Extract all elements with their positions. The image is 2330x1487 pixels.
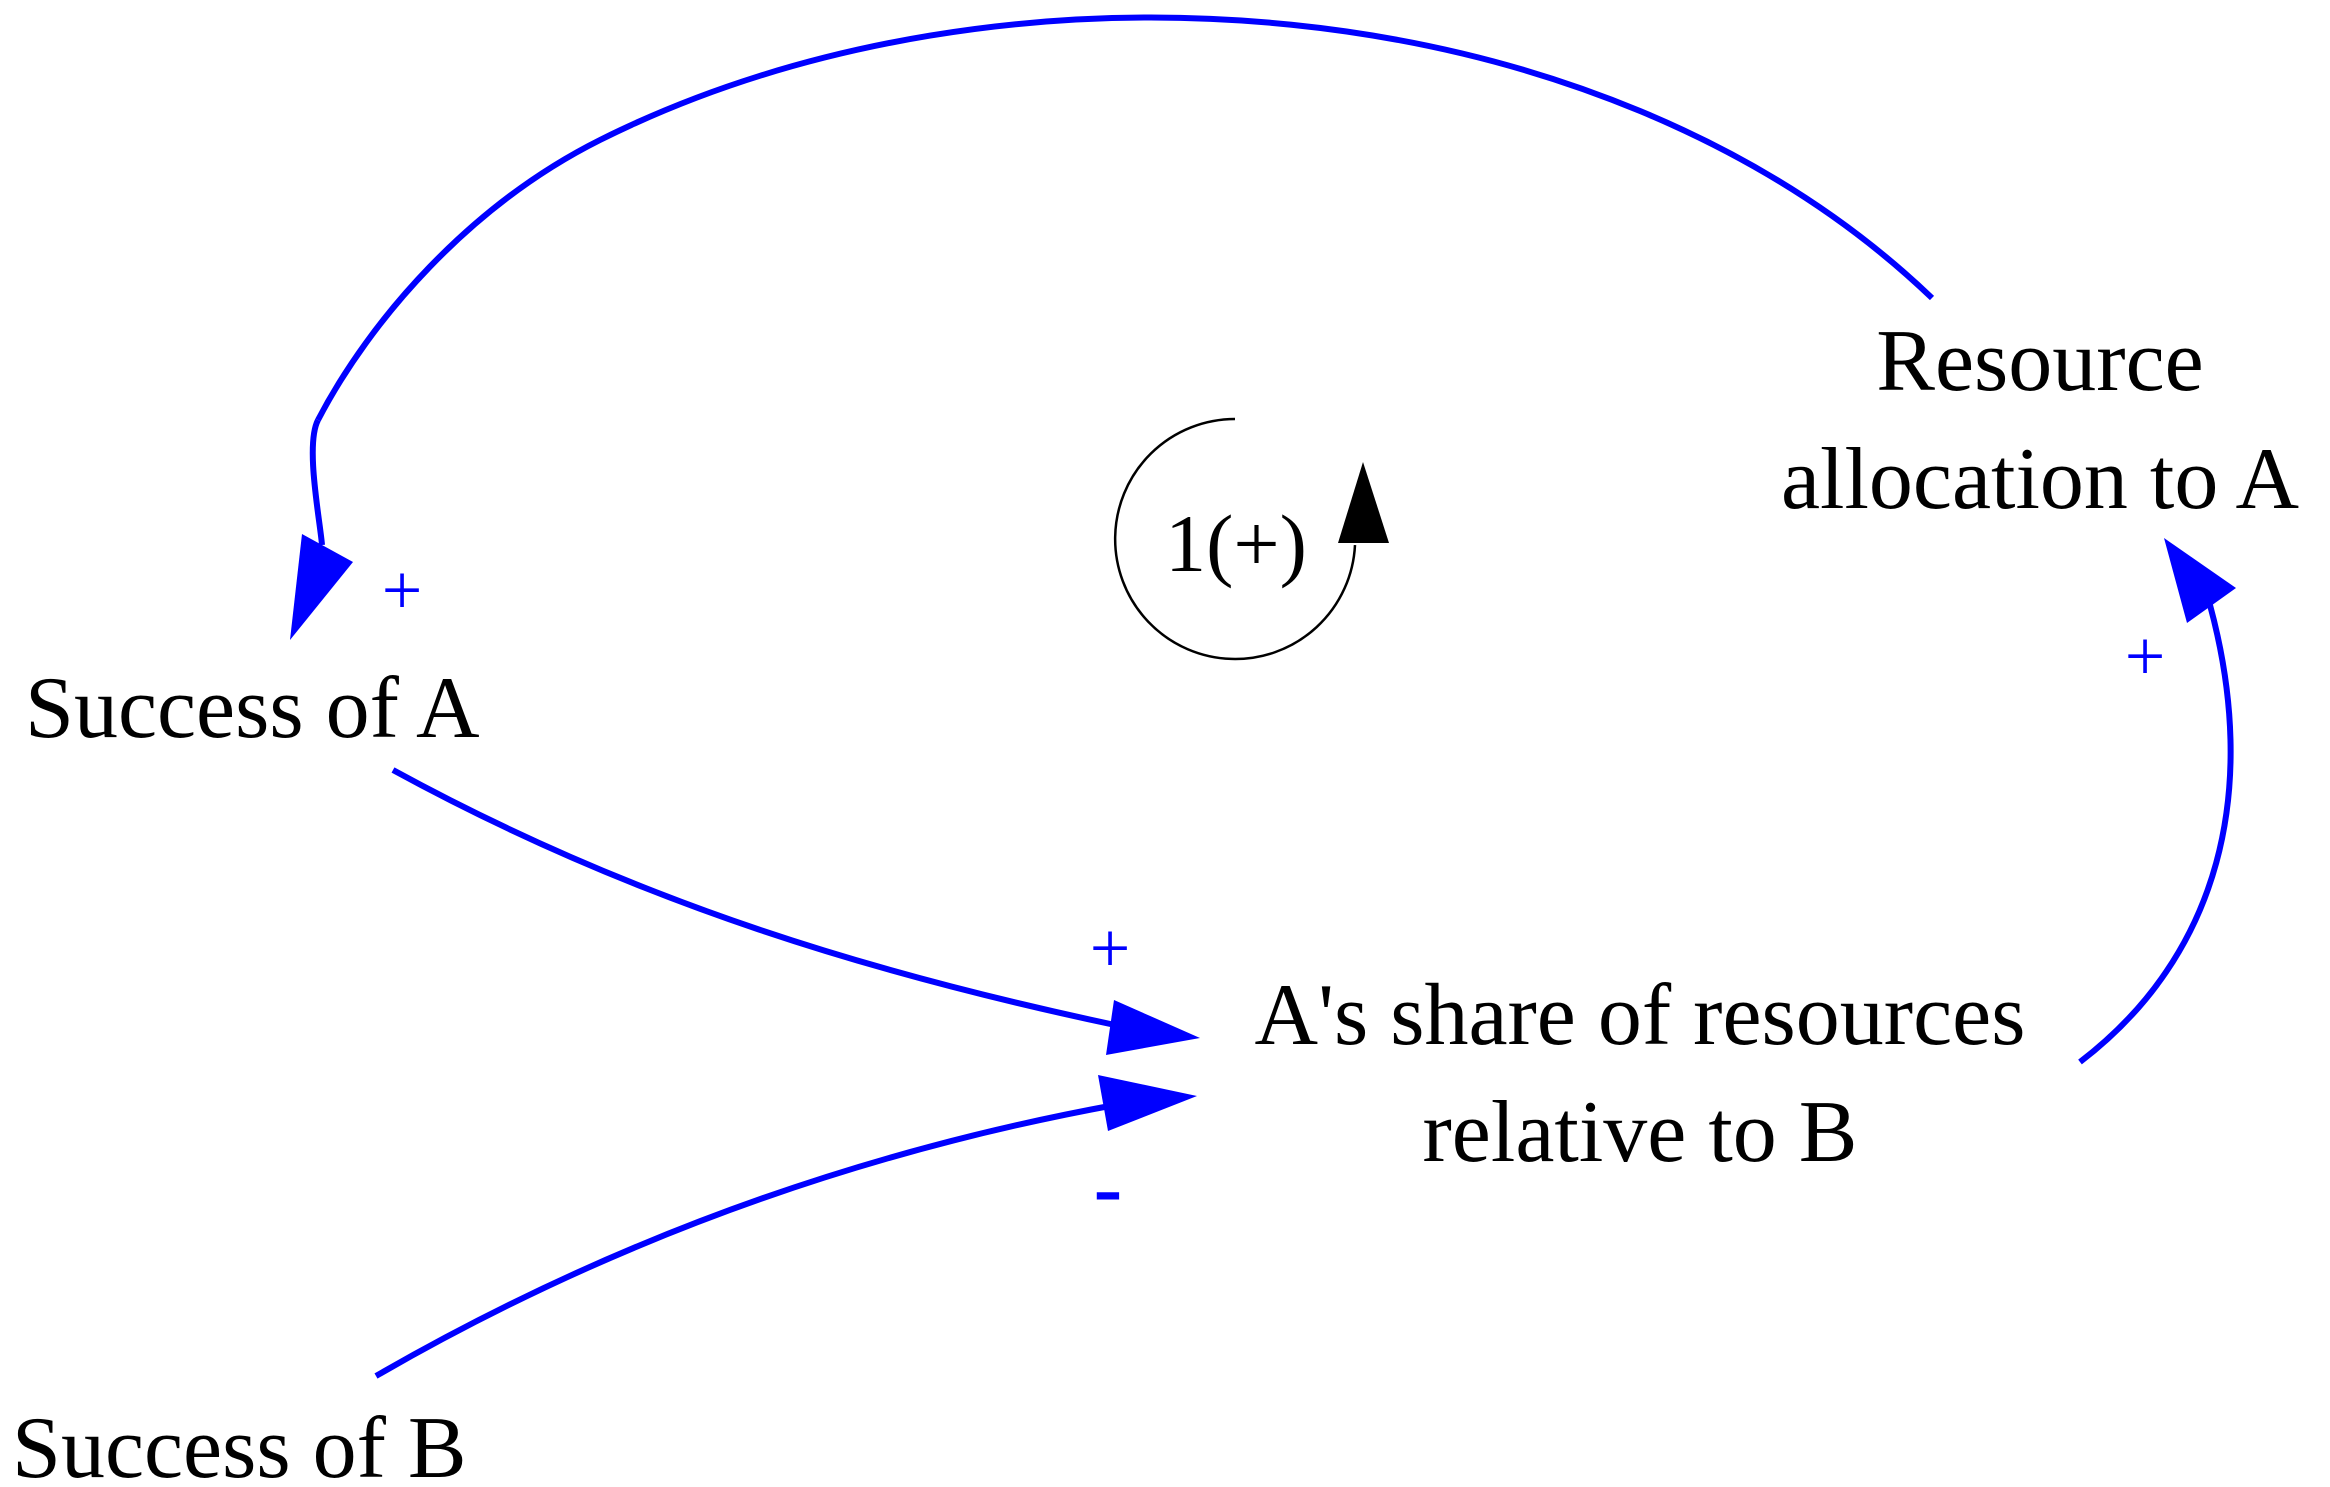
node-share-line2: relative to B (1423, 1084, 1858, 1181)
link-success-a-to-share (391, 767, 1116, 1028)
node-allocation-line2: allocation to A (1781, 431, 2299, 528)
node-share-line1: A's share of resources (1255, 967, 2026, 1064)
polarity-success-a-to-share: + (1090, 908, 1131, 988)
polarity-share-to-allocation: + (2125, 616, 2166, 696)
loop-circle-icon (1113, 417, 1357, 661)
polarity-success-b-to-share: - (1094, 1139, 1123, 1235)
loop-arrow-icon (1338, 462, 1389, 543)
polarity-allocation-to-success-a: + (382, 550, 423, 630)
arrowhead-share-from-a (1106, 1000, 1200, 1055)
link-success-b-to-share (374, 1102, 1116, 1379)
node-allocation-line1: Resource (1876, 313, 2203, 410)
node-success-of-b: Success of B (12, 1400, 467, 1487)
loop-label: 1(+) (1165, 498, 1307, 589)
link-allocation-to-success-a (315, 14, 1935, 422)
arrowhead-allocation (2164, 538, 2236, 623)
arrowhead-success-a (290, 534, 353, 640)
arrowhead-share-from-b (1098, 1075, 1197, 1131)
link-allocation-to-success-a-tail (309, 418, 325, 546)
node-success-of-a: Success of A (25, 660, 480, 757)
link-share-to-allocation (2078, 604, 2234, 1065)
